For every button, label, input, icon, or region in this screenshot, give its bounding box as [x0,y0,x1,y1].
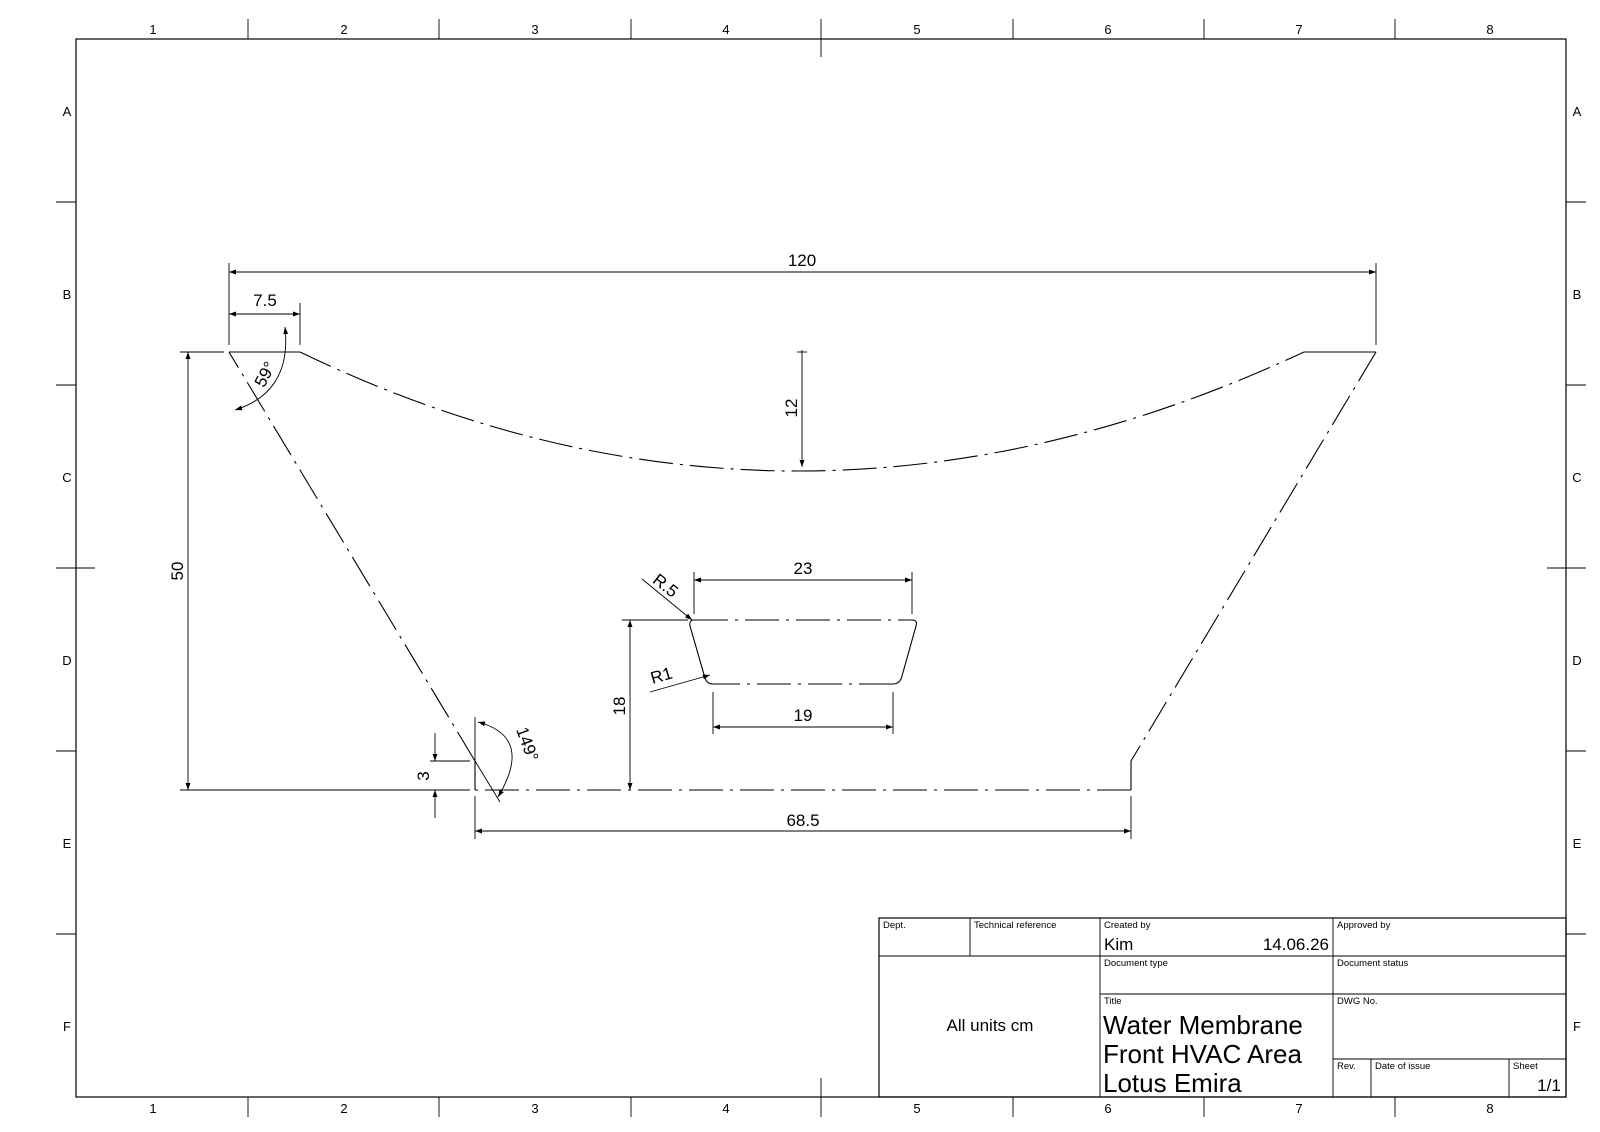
dim-total-height: 50 [168,351,470,791]
tb-title-line-3: Lotus Emira [1103,1068,1242,1098]
tb-title-line-2: Front HVAC Area [1103,1039,1302,1069]
tb-units-note: All units cm [947,1016,1034,1035]
zone-col-1-top: 1 [149,22,156,37]
drawing-border [75,38,1567,1098]
tb-title-label: Title [1104,996,1122,1007]
tb-title-line-1: Water Membrane [1103,1010,1303,1040]
dim-cutout-top-width-label: 23 [794,559,813,578]
tb-date-of-issue-label: Date of issue [1375,1061,1430,1072]
zone-row-b-right: B [1573,287,1582,302]
dim-cutout-height: 18 [610,619,688,790]
dim-step-height: 3 [414,733,470,818]
zone-row-f-left: F [63,1019,71,1034]
zone-col-2-top: 2 [340,22,347,37]
title-block: Dept. Technical reference Created by Kim… [878,917,1567,1098]
zone-row-c-right: C [1572,470,1581,485]
dim-top-left-angle: 59° [234,326,289,411]
zone-row-f-right: F [1573,1019,1581,1034]
dim-cutout-top-radius-label: R.5 [649,570,682,601]
dim-cutout-bottom-radius: R1 [648,664,711,693]
tb-sheet-value: 1/1 [1537,1076,1561,1095]
tb-created-by: Kim [1104,935,1133,954]
dim-arc-depth: 12 [782,350,807,467]
cutout-outline [689,619,918,685]
dim-bottom-left-angle-label: 149° [512,724,542,764]
dim-bottom-left-angle: 149° [474,717,542,803]
dim-top-left-offset-label: 7.5 [253,291,277,310]
tb-document-status-label: Document status [1337,958,1409,969]
zone-row-d-left: D [62,653,71,668]
tb-tech-ref-label: Technical reference [974,920,1056,931]
zone-col-8-bottom: 8 [1486,1101,1493,1116]
dim-step-height-label: 3 [414,771,433,780]
tb-created-date: 14.06.26 [1263,935,1329,954]
tb-document-type-label: Document type [1104,958,1168,969]
zone-row-b-left: B [63,287,72,302]
zone-ticks [56,19,1586,1117]
tb-sheet-label: Sheet [1513,1061,1538,1072]
zone-col-6-top: 6 [1104,22,1111,37]
zone-col-7-bottom: 7 [1295,1101,1302,1116]
dim-arc-depth-label: 12 [782,399,801,418]
dim-bottom-width: 68.5 [474,796,1132,839]
dim-cutout-bottom-width: 19 [712,692,894,734]
tb-dept-label: Dept. [883,920,906,931]
dim-bottom-width-label: 68.5 [786,811,819,830]
zone-col-4-bottom: 4 [722,1101,729,1116]
zone-col-6-bottom: 6 [1104,1101,1111,1116]
dim-cutout-top-width: 23 [693,559,913,614]
zone-col-4-top: 4 [722,22,729,37]
zone-row-d-right: D [1572,653,1581,668]
dim-cutout-bottom-radius-label: R1 [648,664,674,688]
zone-row-c-left: C [62,470,71,485]
zone-col-3-bottom: 3 [531,1101,538,1116]
zone-col-5-bottom: 5 [913,1101,920,1116]
zone-col-1-bottom: 1 [149,1101,156,1116]
zone-col-5-top: 5 [913,22,920,37]
zone-row-a-right: A [1573,104,1582,119]
dim-total-height-label: 50 [168,562,187,581]
zone-row-a-left: A [63,104,72,119]
dim-top-left-angle-label: 59° [251,359,280,391]
tb-approved-by-label: Approved by [1337,920,1391,931]
zone-col-3-top: 3 [531,22,538,37]
dim-overall-width-label: 120 [788,251,816,270]
tb-rev-label: Rev. [1337,1061,1356,1072]
tb-created-by-label: Created by [1104,920,1151,931]
dim-overall-width: 120 [228,251,1377,345]
dim-cutout-top-radius: R.5 [641,570,693,621]
zone-col-2-bottom: 2 [340,1101,347,1116]
zone-row-e-left: E [63,836,72,851]
zone-col-8-top: 8 [1486,22,1493,37]
tb-dwg-no-label: DWG No. [1337,996,1378,1007]
dim-top-left-offset: 7.5 [229,291,301,345]
dim-cutout-bottom-width-label: 19 [794,706,813,725]
dim-cutout-height-label: 18 [610,697,629,716]
zone-col-7-top: 7 [1295,22,1302,37]
zone-row-e-right: E [1573,836,1582,851]
